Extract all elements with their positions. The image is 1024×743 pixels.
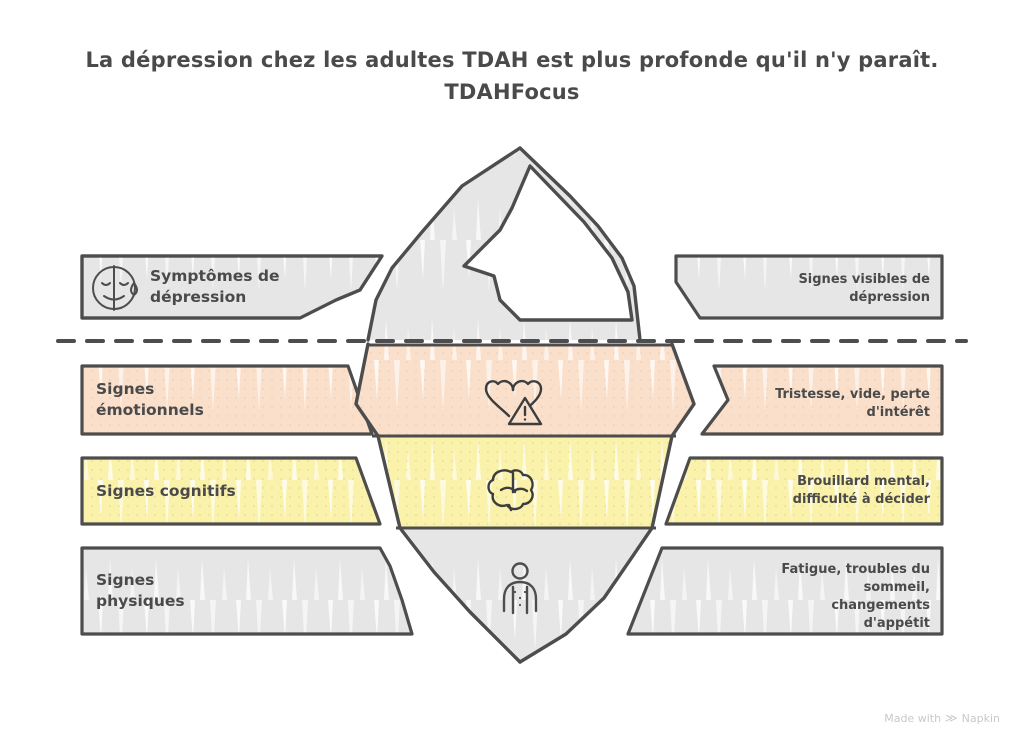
iceberg-body-emotional [356, 344, 694, 436]
brain-icon [487, 469, 534, 512]
iceberg-body-outline [354, 342, 696, 664]
iceberg-body-cognitive [378, 436, 672, 528]
left-band-cognitive [80, 456, 382, 526]
heart-warning-icon [484, 379, 543, 426]
right-band-cognitive [664, 456, 944, 526]
watermark-text: Made with [884, 711, 942, 725]
sad-face-icon [92, 265, 138, 311]
right-band-visible [674, 254, 944, 320]
right-band-physical [626, 546, 944, 636]
napkin-logo-icon: ≫ [944, 711, 959, 725]
napkin-watermark: Made with ≫ Napkin [884, 711, 1000, 725]
left-band-visible [80, 254, 384, 320]
body-person-icon [502, 562, 538, 615]
watermark-brand: Napkin [961, 711, 1000, 725]
right-band-emotional [700, 364, 944, 436]
left-band-emotional [80, 364, 374, 436]
left-band-physical [80, 546, 414, 636]
iceberg-tip [366, 146, 642, 342]
